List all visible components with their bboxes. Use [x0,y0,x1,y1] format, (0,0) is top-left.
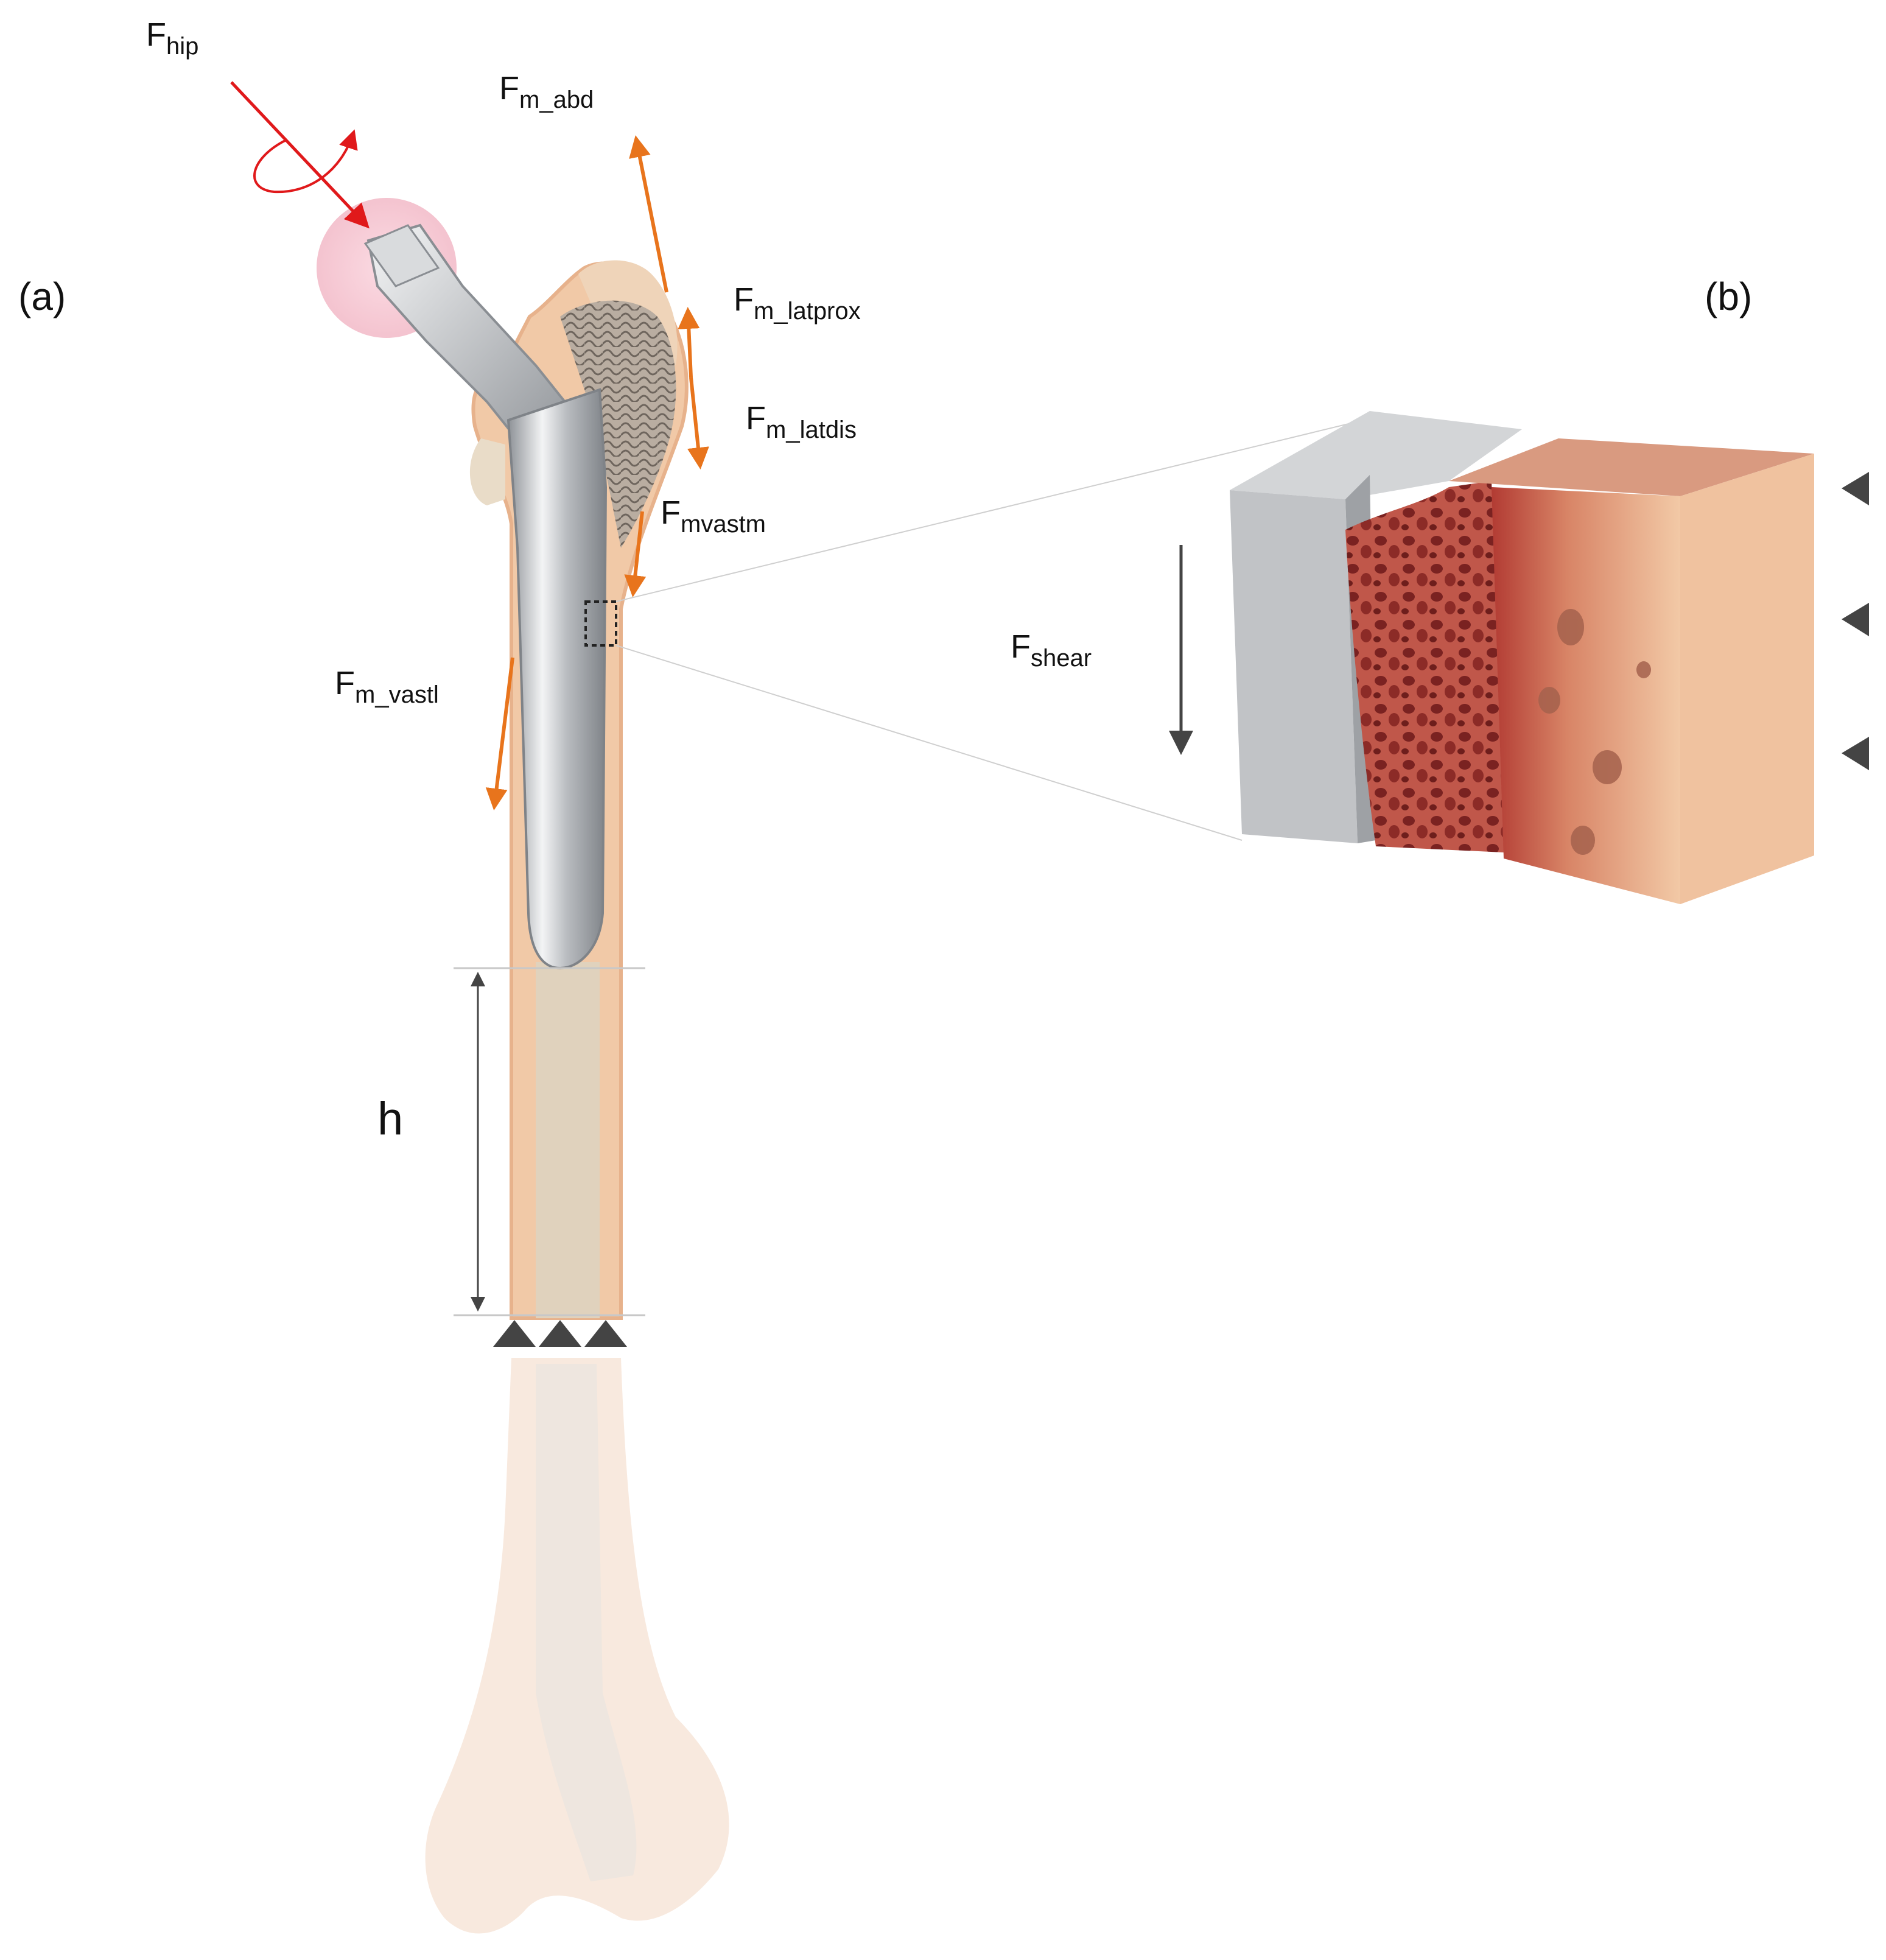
zoom-line-bottom [615,645,1243,841]
triangle-support-icon [1842,737,1869,770]
zoom-line-top [615,420,1364,602]
implant-taper [363,224,440,287]
lateral-proximal-force-arrow [678,307,700,378]
label-f-hip: Fhip [146,16,199,60]
label-f-m-abd: Fm_abd [499,70,594,113]
dimension-h [454,967,645,1316]
distal-canal-faded [536,1364,637,1881]
label-f-m-latdis: Fm_latdis [746,400,857,443]
porous-interface [1345,481,1504,852]
cortical-pores [1538,609,1651,855]
femur-supports [493,1320,627,1347]
roi-box [584,600,617,647]
bone-cube-side [1680,454,1814,904]
cube-supports [1842,472,1869,770]
abductor-force-arrow [629,135,668,293]
medullary-canal [536,962,600,1318]
lateral-distal-force-arrow [687,377,709,469]
hip-force-arrow [230,81,370,229]
panel-label-b: (b) [1705,275,1753,318]
force-arrows [230,81,709,810]
triangle-support-icon [584,1320,627,1347]
cancellous-bone [560,300,676,548]
vastus-lateralis-force-arrow [485,657,514,810]
implant-plate-top [1230,411,1522,499]
vastus-medialis-force-arrow [624,511,647,597]
rotation-arrow-icon [253,129,358,194]
triangle-support-icon [1842,603,1869,636]
lesser-trochanter [469,438,505,505]
triangle-support-icon [493,1320,536,1347]
implant-plate-front [1230,490,1358,843]
label-f-m-vastl: Fm_vastl [335,665,439,708]
bone-cube-front [1492,487,1680,904]
label-f-mvastm: Fmvastm [661,494,766,538]
label-f-m-latprox: Fm_latprox [734,281,861,325]
label-h: h [377,1093,404,1145]
label-f-shear: Fshear [1011,628,1092,672]
triangle-support-icon [539,1320,581,1347]
femur-group [317,198,729,1934]
triangle-support-icon [1842,472,1869,505]
bone-cube-top [1449,438,1814,496]
bone-implant-cube [1230,411,1814,904]
panel-label-a: (a) [18,275,66,318]
